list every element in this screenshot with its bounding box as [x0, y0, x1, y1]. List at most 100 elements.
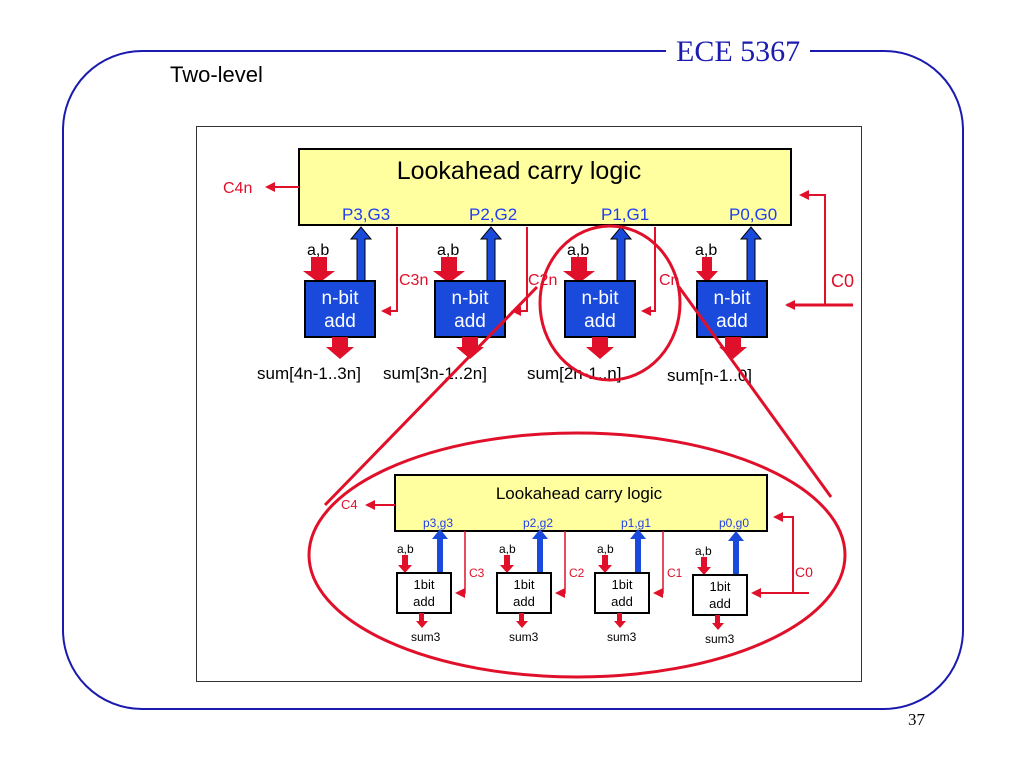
top-ab-label-1: a,b [567, 242, 589, 259]
zoom-pg-arrow-3 [432, 529, 448, 573]
zoom-pg-label-0: p0,g0 [719, 516, 749, 530]
top-adder-name-0b: add [716, 311, 748, 332]
zoom-sum-arrow-0 [712, 615, 724, 630]
top-pg-arrow-3 [349, 226, 373, 288]
zoom-ab-arrow-1 [598, 555, 612, 573]
zoom-detail-ellipse [307, 431, 847, 679]
zoom-adder-name-1b: add [611, 594, 633, 609]
top-adder-block-3: P3,G3 a,b n-bit add sum[4n-1..3n] C3n [257, 205, 428, 383]
zoom-lookahead-logic-box [394, 474, 768, 532]
top-ab-label-2: a,b [437, 242, 459, 259]
zoom-carry-in-label: C0 [795, 564, 813, 580]
slide-title: Two-level [170, 62, 263, 87]
page-number: 37 [908, 710, 925, 729]
top-pg-arrow-0 [739, 226, 763, 288]
zoom-ab-arrow-0 [697, 557, 711, 575]
carry-lookahead-diagram: Lookahead carry logic C4n C0 P3,G3 a,b n… [223, 148, 854, 679]
zoom-ab-arrow-2 [500, 555, 514, 573]
zoom-pg-arrow-2 [532, 529, 548, 573]
zoom-adder-box-1 [594, 572, 650, 614]
top-carry-wire-3 [381, 227, 398, 316]
top-carry-label-3: C3n [399, 272, 428, 289]
top-sum-arrow-2 [456, 337, 484, 359]
zoom-sum-label-3: sum3 [411, 630, 441, 644]
zoom-source-circle [538, 224, 682, 382]
top-lookahead-logic-box [298, 148, 792, 226]
zoom-carry-out-label: C4 [341, 497, 358, 512]
top-sum-arrow-1 [586, 337, 614, 359]
top-carry-wire-2 [511, 227, 528, 316]
zoom-ab-label-2: a,b [499, 542, 516, 556]
zoom-sum-label-2: sum3 [509, 630, 539, 644]
zoom-sum-label-0: sum3 [705, 632, 735, 646]
zoom-sum-arrow-2 [516, 613, 528, 628]
zoom-carry-label-1: C1 [667, 566, 683, 580]
zoom-carry-in-wire [773, 512, 809, 594]
zoom-adder-name-2b: add [513, 594, 535, 609]
carry-lookahead-figure: Lookahead carry logic C4n C0 P3,G3 a,b n… [196, 126, 862, 682]
zoom-adder-name-0b: add [709, 596, 731, 611]
zoom-connector-left [323, 285, 539, 507]
zoom-adder-name-2a: 1bit [514, 577, 535, 592]
zoom-ab-arrow-3 [398, 555, 412, 573]
zoom-adder-name-3a: 1bit [414, 577, 435, 592]
zoom-sum-label-1: sum3 [607, 630, 637, 644]
top-pg-label-2: P2,G2 [469, 205, 517, 224]
top-pg-label-3: P3,G3 [342, 205, 390, 224]
top-adder-name-0a: n-bit [714, 288, 752, 309]
top-ab-arrow-0 [696, 257, 718, 283]
zoom-lookahead-logic-label: Lookahead carry logic [496, 484, 663, 503]
course-label: ECE 5367 [666, 30, 811, 74]
zoom-carry-label-2: C2 [569, 566, 585, 580]
zoom-ab-label-1: a,b [597, 542, 614, 556]
top-sum-label-0: sum[n-1..0] [667, 366, 752, 385]
top-sum-arrow-0 [719, 337, 747, 359]
top-adder-name-3b: add [324, 311, 356, 332]
top-ab-label-0: a,b [695, 242, 717, 259]
top-ab-label-3: a,b [307, 242, 329, 259]
zoom-pg-label-3: p3,g3 [423, 516, 453, 530]
zoom-connector-right [677, 286, 833, 498]
top-ab-arrow-3 [303, 257, 335, 283]
top-sum-arrow-3 [326, 337, 354, 359]
top-pg-label-1: P1,G1 [601, 205, 649, 224]
top-adder-name-2a: n-bit [452, 288, 490, 309]
zoom-adder-block-0: p0,g0 a,b 1bit add sum3 [692, 516, 749, 646]
zoom-carry-wire-3 [455, 531, 466, 598]
zoom-pg-arrow-1 [630, 529, 646, 573]
top-adder-name-2b: add [454, 311, 486, 332]
top-pg-arrow-1 [609, 226, 633, 288]
zoom-ab-label-0: a,b [695, 544, 712, 558]
zoom-adder-block-2: p2,g2 a,b 1bit add sum3 C2 [496, 516, 585, 644]
top-pg-label-0: P0,G0 [729, 205, 777, 224]
zoom-adder-box-3 [396, 572, 452, 614]
zoom-adder-name-1a: 1bit [612, 577, 633, 592]
top-ab-arrow-1 [563, 257, 595, 283]
top-carry-in-label: C0 [831, 271, 854, 291]
top-adder-name-1a: n-bit [582, 288, 620, 309]
zoom-adder-box-0 [692, 574, 748, 616]
zoom-pg-label-2: p2,g2 [523, 516, 553, 530]
top-sum-label-3: sum[4n-1..3n] [257, 364, 361, 383]
zoom-carry-label-3: C3 [469, 566, 485, 580]
top-carry-out-label: C4n [223, 180, 252, 197]
top-adder-block-2: P2,G2 a,b n-bit add sum[3n-1..2n] C2n [383, 205, 557, 383]
top-adder-name-1b: add [584, 311, 616, 332]
top-adder-name-3a: n-bit [322, 288, 360, 309]
zoom-ab-label-3: a,b [397, 542, 414, 556]
top-adder-block-1: P1,G1 a,b n-bit add sum[2n-1..n] Cn [527, 205, 679, 383]
zoom-carry-wire-2 [555, 531, 566, 598]
zoom-adder-box-2 [496, 572, 552, 614]
zoom-adder-block-3: p3,g3 a,b 1bit add sum3 C3 [396, 516, 485, 644]
zoom-sum-arrow-3 [416, 613, 428, 628]
zoom-pg-arrow-0 [728, 531, 744, 575]
top-ab-arrow-2 [433, 257, 465, 283]
zoom-adder-name-3b: add [413, 594, 435, 609]
top-pg-arrow-2 [479, 226, 503, 288]
zoom-carry-wire-1 [653, 531, 664, 598]
slide-frame [62, 50, 964, 710]
top-adder-box-2 [434, 280, 506, 338]
zoom-sum-arrow-1 [614, 613, 626, 628]
top-carry-wire-1 [641, 227, 656, 316]
zoom-adder-block-1: p1,g1 a,b 1bit add sum3 C1 [594, 516, 683, 644]
